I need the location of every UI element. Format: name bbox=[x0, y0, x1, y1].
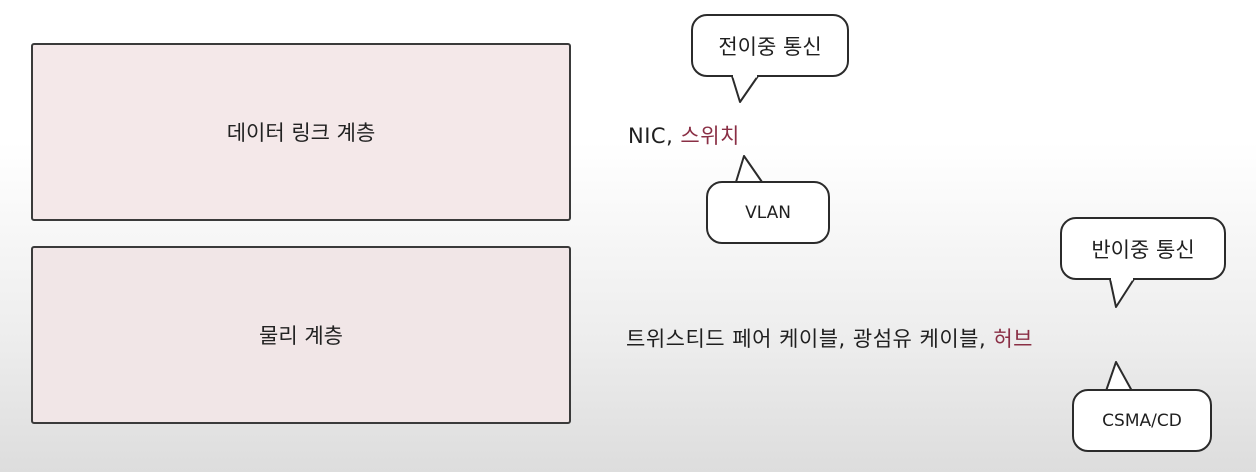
vlan-bubble: VLAN bbox=[706, 181, 830, 244]
physical-layer-box: 물리 계층 bbox=[31, 246, 571, 424]
data-link-devices-text: NIC, bbox=[628, 124, 681, 148]
vlan-bubble-tail bbox=[735, 155, 763, 183]
vlan-label: VLAN bbox=[745, 202, 791, 223]
data-link-devices: NIC, 스위치 bbox=[628, 120, 740, 150]
switch-label: 스위치 bbox=[680, 124, 740, 148]
physical-layer-label: 물리 계층 bbox=[259, 324, 343, 348]
data-link-layer-box: 데이터 링크 계층 bbox=[31, 43, 571, 221]
csma-cd-bubble-tail bbox=[1105, 361, 1133, 392]
full-duplex-bubble-tail bbox=[731, 74, 759, 103]
full-duplex-bubble: 전이중 통신 bbox=[691, 14, 849, 77]
half-duplex-bubble-tail bbox=[1109, 277, 1135, 308]
hub-label: 허브 bbox=[993, 327, 1033, 351]
csma-cd-bubble: CSMA/CD bbox=[1072, 389, 1212, 452]
data-link-layer-label: 데이터 링크 계층 bbox=[226, 121, 376, 145]
half-duplex-label: 반이중 통신 bbox=[1091, 237, 1195, 262]
physical-devices-text: 트위스티드 페어 케이블, 광섬유 케이블, bbox=[626, 327, 994, 351]
csma-cd-label: CSMA/CD bbox=[1102, 410, 1182, 431]
half-duplex-bubble: 반이중 통신 bbox=[1060, 217, 1226, 280]
full-duplex-label: 전이중 통신 bbox=[718, 34, 822, 59]
physical-devices: 트위스티드 페어 케이블, 광섬유 케이블, 허브 bbox=[626, 323, 1033, 353]
